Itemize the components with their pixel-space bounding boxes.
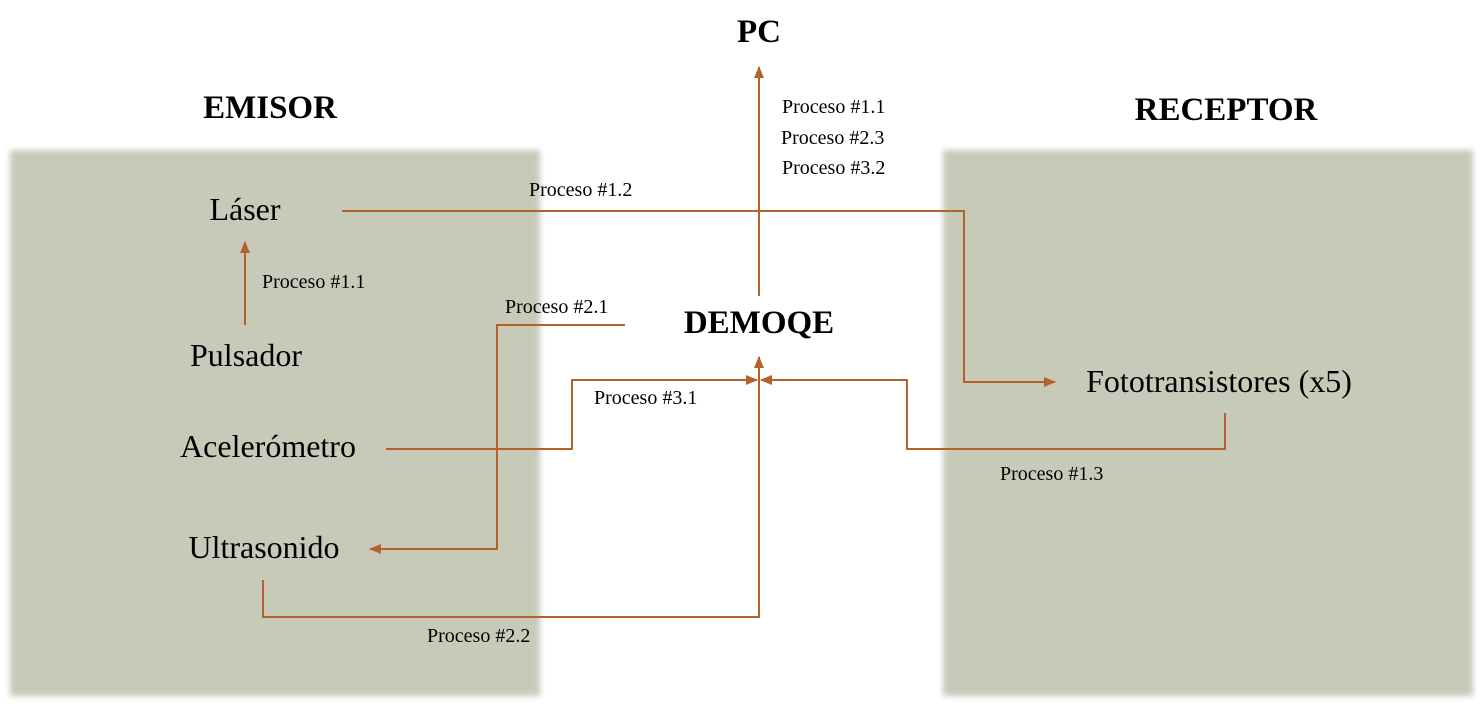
demoqe-title: DEMOQE xyxy=(683,305,835,341)
node-pulsador: Pulsador xyxy=(190,337,302,373)
process-label-1-2: Proceso #1.2 xyxy=(529,179,633,201)
process-label-pc-3: Proceso #3.2 xyxy=(782,157,886,179)
arrow-demoqe-to-ultrasonido xyxy=(369,324,625,554)
receptor-title: RECEPTOR xyxy=(1134,92,1318,128)
emisor-panel xyxy=(10,150,540,696)
process-label-1-1: Proceso #1.1 xyxy=(262,271,366,293)
pc-title: PC xyxy=(737,14,781,50)
node-fototransistores: Fototransistores (x5) xyxy=(1086,363,1352,399)
process-label-3-1: Proceso #3.1 xyxy=(594,387,698,409)
process-label-2-2: Proceso #2.2 xyxy=(427,625,531,647)
emisor-title: EMISOR xyxy=(203,90,337,126)
arrow-fototransistores-to-demoqe xyxy=(760,375,1226,450)
process-label-pc-2: Proceso #2.3 xyxy=(781,127,885,149)
process-label-2-1: Proceso #2.1 xyxy=(505,296,609,318)
process-label-pc-1: Proceso #1.1 xyxy=(782,96,886,118)
arrow-acelerometro-to-demoqe xyxy=(386,375,758,450)
arrow-ultrasonido-to-demoqe xyxy=(262,356,764,618)
arrow-laser-to-fototransistores xyxy=(342,210,1056,387)
receptor-panel xyxy=(943,150,1473,696)
node-ultrasonido: Ultrasonido xyxy=(188,529,340,565)
node-acelerometro: Acelerómetro xyxy=(180,428,356,464)
process-label-1-3: Proceso #1.3 xyxy=(1000,463,1104,485)
node-laser: Láser xyxy=(209,191,281,227)
